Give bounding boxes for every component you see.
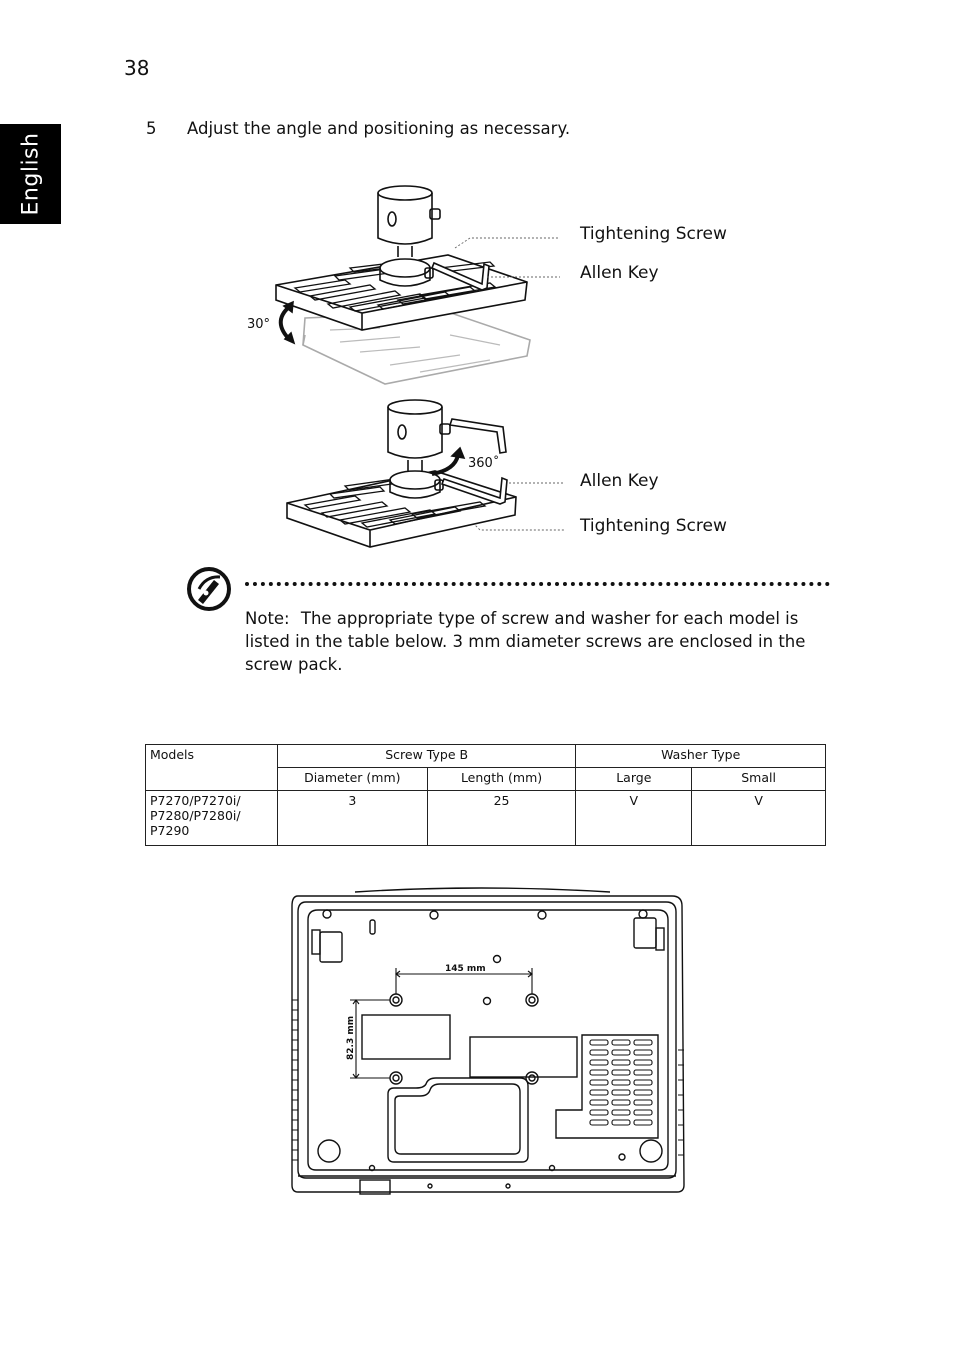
note-label: Note: — [245, 609, 290, 628]
header-length: Length (mm) — [426, 767, 577, 791]
language-side-tab: English — [0, 124, 61, 224]
cell-models: P7270/P7270i/ P7280/P7280i/ P7290 — [145, 790, 278, 846]
callout-allen-key-top: Allen Key — [580, 263, 659, 283]
table-row: P7270/P7270i/ P7280/P7280i/ P7290 3 25 V… — [145, 790, 826, 846]
header-washer-type: Washer Type — [575, 744, 826, 768]
note-icon — [187, 567, 231, 611]
callout-allen-key-bottom: Allen Key — [580, 471, 659, 491]
tilted-plate-ghost — [302, 311, 531, 385]
model-line: P7270/P7270i/ — [150, 793, 241, 808]
dimension-width — [395, 968, 533, 994]
cell-length: 25 — [426, 790, 577, 846]
cell-large: V — [575, 790, 693, 846]
cell-diameter: 3 — [276, 790, 428, 846]
model-line: P7280/P7280i/ — [150, 808, 241, 823]
allen-key-top — [430, 261, 490, 291]
step-instruction: 5 Adjust the angle and positioning as nec… — [146, 119, 570, 138]
rotation-angle-label: 360˚ — [468, 455, 499, 471]
step-text: Adjust the angle and positioning as nece… — [187, 119, 571, 138]
callout-tightening-screw-bottom: Tightening Screw — [580, 516, 727, 536]
ceiling-mount-illustration: 30° 360˚ — [247, 185, 565, 548]
header-diameter: Diameter (mm) — [276, 767, 428, 791]
dimension-height — [350, 999, 390, 1079]
mount-plate-top — [275, 254, 528, 331]
dimension-height-label: 82.3 mm — [346, 1016, 356, 1060]
header-screw-type: Screw Type B — [276, 744, 577, 768]
callout-tightening-screw-top: Tightening Screw — [580, 224, 727, 244]
tilt-angle-label: 30° — [247, 317, 270, 332]
note-divider — [245, 582, 830, 586]
step-number: 5 — [146, 119, 157, 138]
mount-post-bottom — [387, 399, 451, 499]
note-body: The appropriate type of screw and washer… — [245, 609, 806, 674]
note-paragraph: Note: The appropriate type of screw and … — [245, 607, 825, 676]
header-large: Large — [575, 767, 693, 791]
screw-washer-table: Models Screw Type B Washer Type Diameter… — [145, 744, 826, 846]
cell-small: V — [691, 790, 826, 846]
header-models: Models — [145, 744, 278, 791]
dimension-width-label: 145 mm — [445, 964, 486, 974]
allen-key-loose — [448, 418, 507, 454]
allen-key-bottom — [440, 476, 508, 505]
model-line: P7290 — [150, 823, 190, 838]
table-header-row: Models Screw Type B Washer Type — [145, 744, 826, 791]
header-small: Small — [691, 767, 826, 791]
page-number: 38 — [124, 56, 150, 80]
mount-post-top — [377, 185, 441, 287]
